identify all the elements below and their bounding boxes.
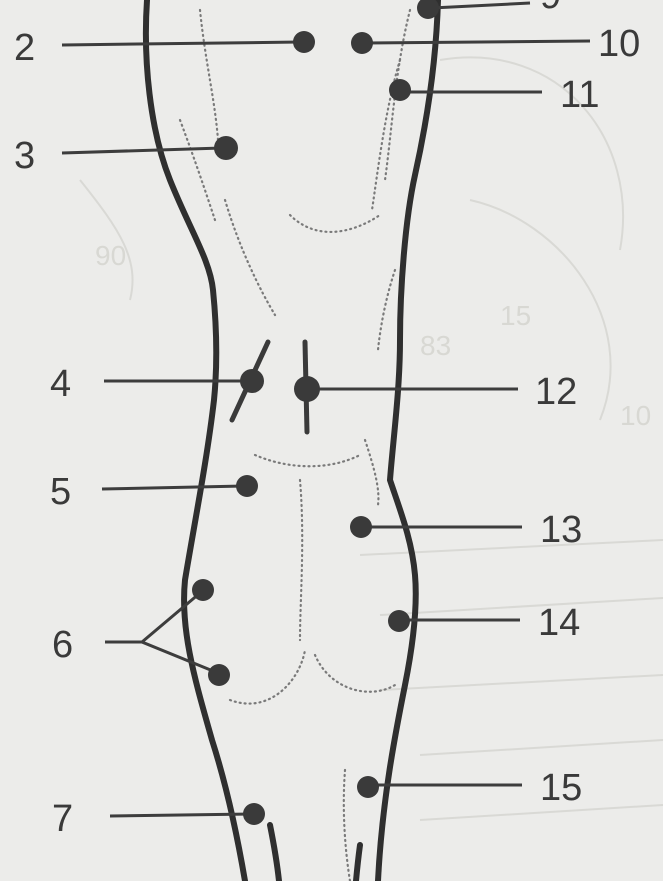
ghost-line-1 [360, 540, 663, 555]
leg-outline-right [378, 0, 438, 881]
shade-tibia-1 [365, 440, 378, 505]
leg-outline [146, 0, 438, 881]
label-4: 4 [50, 363, 71, 405]
point-10[interactable] [351, 32, 373, 54]
label-9: 9 [540, 0, 561, 17]
point-3[interactable] [214, 136, 238, 160]
label-3: 3 [14, 135, 35, 177]
label-15: 15 [540, 767, 582, 809]
label-12: 12 [535, 371, 577, 413]
shade-knee-left [225, 200, 275, 315]
ghost-line-3 [380, 675, 663, 690]
shade-knee-right [378, 270, 395, 350]
point-14[interactable] [388, 610, 410, 632]
label-6: 6 [52, 624, 73, 666]
shade-patella-top [290, 215, 380, 232]
callout-line-10 [365, 41, 590, 43]
shade-calf-1 [230, 650, 305, 704]
shade-shin [344, 770, 350, 881]
label-10: 10 [598, 23, 640, 65]
inner-line-right [356, 845, 360, 881]
point-13[interactable] [350, 516, 372, 538]
point-15[interactable] [357, 776, 379, 798]
point-5[interactable] [236, 475, 258, 497]
point-2[interactable] [293, 31, 315, 53]
point-12[interactable] [294, 376, 320, 402]
point-4[interactable] [240, 369, 264, 393]
callout-line-6 [142, 593, 213, 671]
shade-thigh-2 [180, 120, 215, 220]
ghost-text-4: 10 [620, 400, 651, 431]
callout-line-9 [432, 3, 530, 8]
point-7[interactable] [243, 803, 265, 825]
label-7: 7 [52, 798, 73, 840]
leg-outline-left [146, 0, 245, 881]
ghost-line-4 [420, 740, 663, 755]
ghost-text-3: 83 [420, 330, 451, 361]
label-14: 14 [538, 602, 580, 644]
callout-line-5 [102, 486, 244, 489]
callout-lines [62, 3, 590, 816]
shade-patella-bottom [255, 455, 360, 466]
shade-thigh-1 [200, 10, 218, 140]
ghost-line-2 [380, 598, 663, 615]
inner-line-left [270, 825, 279, 881]
label-2: 2 [14, 27, 35, 69]
label-13: 13 [540, 509, 582, 551]
point-6a[interactable] [192, 579, 214, 601]
ghost-text-2: 15 [500, 300, 531, 331]
point-11[interactable] [389, 79, 411, 101]
callout-line-7 [110, 814, 252, 816]
callout-line-2 [62, 42, 300, 45]
shade-tibia-2 [300, 480, 302, 640]
shade-calf-2 [315, 655, 395, 692]
number-labels: 2 3 4 5 6 7 9 10 11 12 13 14 15 [14, 0, 640, 840]
label-11: 11 [560, 74, 599, 116]
ghost-text-1: 90 [95, 240, 126, 271]
callout-line-3 [62, 148, 222, 153]
label-5: 5 [50, 471, 71, 513]
point-6b[interactable] [208, 664, 230, 686]
